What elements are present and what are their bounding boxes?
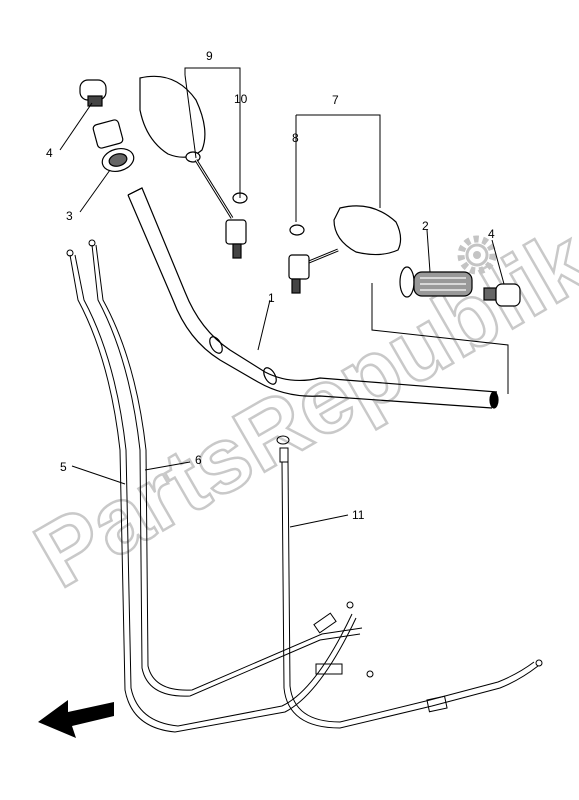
right-bar-end: [483, 283, 521, 307]
callout-7: 7: [332, 93, 339, 107]
left-grip: [92, 119, 135, 173]
handlebar: [127, 187, 499, 409]
throttle-cables: [66, 239, 374, 733]
left-mirror: [139, 75, 248, 259]
left-bar-end: [79, 79, 107, 107]
callout-9: 9: [206, 49, 213, 63]
callout-11: 11: [352, 508, 365, 522]
right-mirror: [288, 205, 402, 294]
callout-1: 1: [268, 291, 275, 305]
callout-2: 2: [422, 219, 429, 233]
callout-10: 10: [234, 92, 248, 106]
switch-bracket: [371, 283, 509, 394]
callout-6: 6: [195, 453, 202, 467]
callout-3: 3: [66, 209, 73, 223]
right-grip: [399, 266, 473, 298]
callout-8: 8: [292, 131, 299, 145]
gear-icon: [457, 235, 497, 275]
callout-labels: 1 2 3 4 4 5 6 7 8 9 10 11: [46, 49, 495, 522]
clutch-cable: [276, 435, 543, 729]
leader-lines: [59, 67, 505, 528]
right-mirror-cap: [289, 224, 305, 236]
callout-4-right: 4: [488, 227, 495, 241]
front-direction-arrow-icon: [38, 700, 114, 738]
callout-5: 5: [60, 460, 67, 474]
callout-4-left: 4: [46, 146, 53, 160]
